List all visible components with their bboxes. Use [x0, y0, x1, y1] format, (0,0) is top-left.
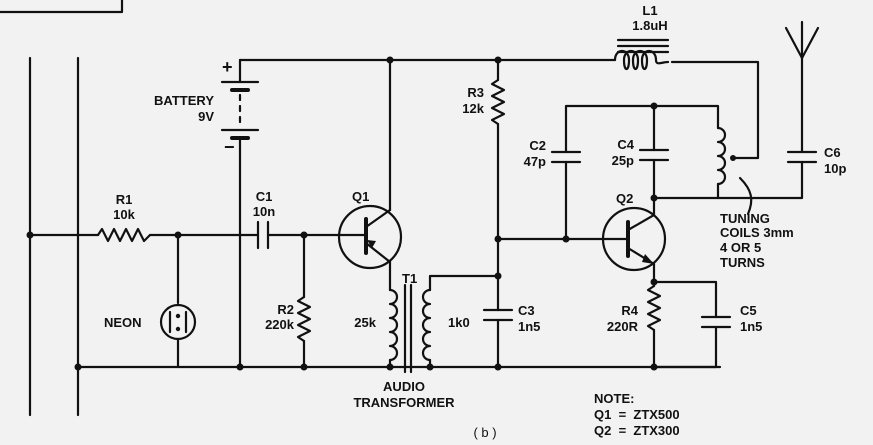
- r2-value: 220k: [265, 317, 294, 332]
- tuning-label-1: TUNING: [720, 211, 770, 226]
- t1-label: T1: [402, 271, 418, 286]
- battery-minus-label: −: [224, 137, 235, 157]
- audio-label: AUDIO: [383, 379, 425, 394]
- c1-label: C1: [255, 189, 273, 204]
- l1-coil: [613, 49, 670, 71]
- l1-label: L1: [642, 3, 658, 18]
- c3-value: 1n5: [518, 319, 541, 334]
- figure-caption: ( b ): [473, 425, 497, 440]
- c5-value: 1n5: [740, 319, 763, 334]
- r4-resistor: [646, 284, 662, 332]
- q2-transistor: [601, 206, 667, 272]
- t1-secondary-winding: [421, 288, 432, 362]
- neon-label: NEON: [104, 315, 142, 330]
- l1-core: [616, 38, 670, 54]
- note-title: NOTE:: [594, 391, 635, 406]
- battery-voltage: 9V: [198, 109, 214, 124]
- c4-value: 25p: [611, 153, 634, 168]
- c2-label: C2: [529, 138, 546, 153]
- r2-resistor: [296, 295, 312, 343]
- note-q2: Q2 = ZTX300: [594, 423, 680, 438]
- t1-primary-winding: [388, 288, 399, 362]
- tuning-pointer: [738, 176, 753, 216]
- tuning-coil: [716, 126, 727, 186]
- r4-value: 220R: [606, 319, 638, 334]
- c5-label: C5: [740, 303, 757, 318]
- q2-label: Q2: [616, 191, 634, 206]
- r2-label: R2: [277, 302, 294, 317]
- antenna: [784, 20, 820, 60]
- transformer-label: TRANSFORMER: [353, 395, 455, 410]
- c1-value: 10n: [252, 204, 276, 219]
- battery-plus-label: +: [222, 57, 233, 77]
- q1-label: Q1: [352, 189, 370, 204]
- c6-label: C6: [824, 145, 841, 160]
- r1-value: 10k: [113, 207, 135, 222]
- l1-right-wire: [670, 60, 760, 160]
- note-q1: Q1 = ZTX500: [594, 407, 680, 422]
- q1-transistor: [337, 204, 403, 270]
- c4-label: C4: [617, 137, 634, 152]
- t1-secondary-value: 1k0: [448, 315, 470, 330]
- r3-label: R3: [467, 85, 484, 100]
- r1-label: R1: [115, 192, 133, 207]
- tuning-label-2: COILS 3mm: [720, 225, 794, 240]
- r1-resistor: [96, 227, 152, 243]
- junction-dots: [26, 56, 658, 371]
- figure-frame: [0, 0, 124, 14]
- r3-resistor: [490, 78, 506, 126]
- c6-value: 10p: [824, 161, 847, 176]
- r4-label: R4: [621, 303, 638, 318]
- tuning-label-3: 4 OR 5: [720, 240, 762, 255]
- neon-lamp: [159, 303, 197, 341]
- battery-symbol: [220, 58, 260, 369]
- c3-label: C3: [518, 303, 535, 318]
- coil-tap: [730, 155, 736, 161]
- t1-primary-value: 25k: [354, 315, 376, 330]
- battery-label: BATTERY: [154, 93, 214, 108]
- c2-value: 47p: [523, 154, 546, 169]
- r3-value: 12k: [462, 101, 484, 116]
- tuning-label-4: TURNS: [720, 255, 765, 270]
- l1-value: 1.8uH: [632, 18, 668, 33]
